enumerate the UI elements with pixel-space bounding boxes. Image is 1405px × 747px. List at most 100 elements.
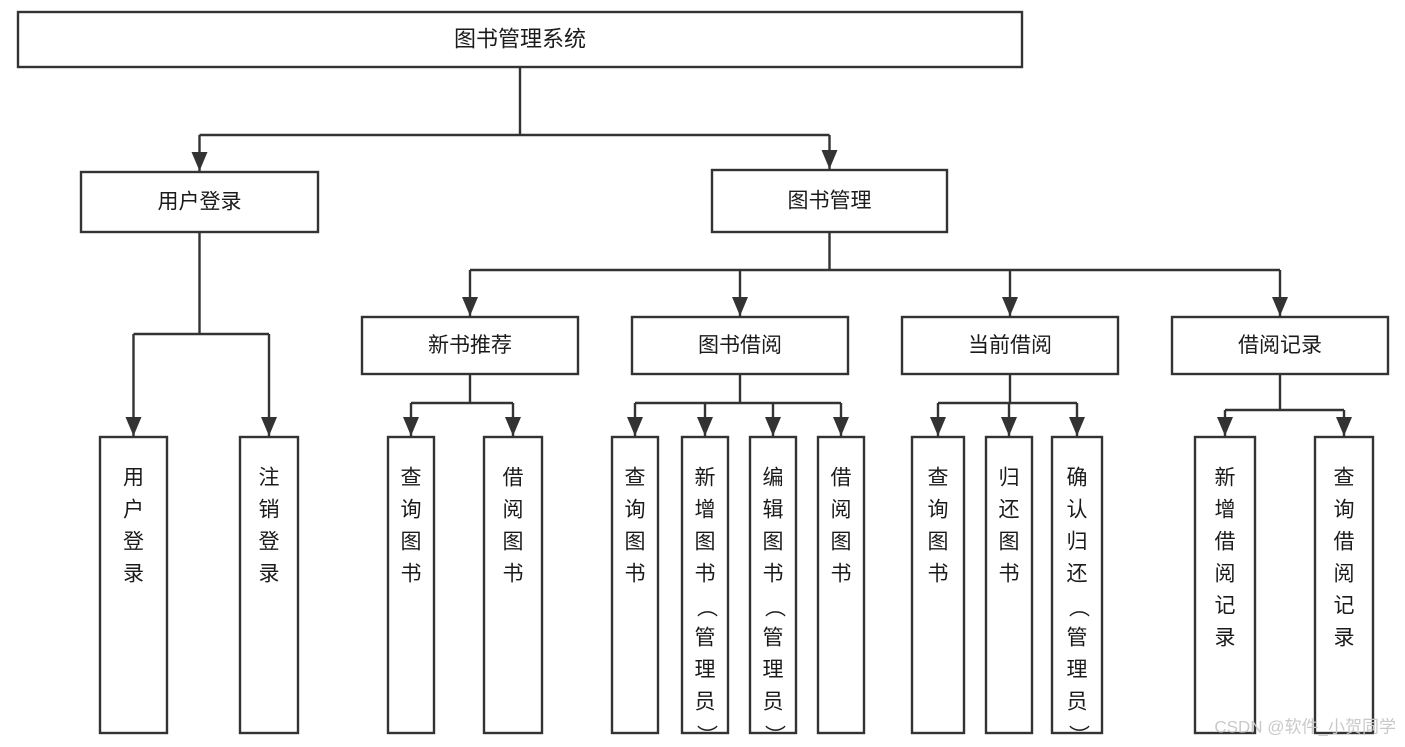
arrow-head-icon: [1069, 417, 1085, 436]
node-box: [984, 435, 1034, 735]
node-box: [360, 315, 580, 376]
arrow-head-icon: [191, 152, 208, 171]
node-root[interactable]: 图书管理系统: [16, 10, 1024, 69]
arrow-head-icon: [261, 417, 277, 436]
node-label-char: 阅: [503, 499, 524, 522]
arrow-head-icon: [821, 150, 838, 169]
node-label-char: 户: [123, 499, 144, 522]
arrow-head-icon: [462, 297, 478, 316]
node-label-char: 图: [928, 531, 949, 554]
node-label-char: 销: [259, 499, 280, 522]
node-label-char: 书: [401, 563, 422, 586]
node-label-char: 书: [831, 563, 852, 586]
node-label-char: 员: [763, 691, 784, 714]
node-label-char: 新: [1215, 467, 1236, 490]
node-label-char: 图: [503, 531, 524, 554]
node-box: [748, 435, 798, 735]
arrow-head-icon: [1272, 297, 1288, 316]
node-label-char: 辑: [763, 499, 784, 522]
node-label-char: 员: [1067, 691, 1088, 714]
node-label-char: 图: [831, 531, 852, 554]
arrow-head-icon: [125, 417, 142, 436]
node-box: [98, 435, 169, 735]
node-label-char: 管: [695, 627, 716, 650]
node-label: 图书管理系统: [454, 26, 586, 51]
node-label-char: 查: [928, 467, 949, 490]
arrow-head-icon: [403, 417, 419, 436]
node-label: 图书管理: [788, 190, 872, 213]
arrow-head-icon: [1002, 297, 1018, 316]
node-borrow-records[interactable]: 借阅记录: [1170, 315, 1390, 376]
node-label-char: 书: [625, 563, 646, 586]
node-box: [1193, 435, 1257, 735]
node-label-char: 注: [259, 467, 280, 490]
arrow-head-icon: [627, 417, 643, 436]
node-user-login[interactable]: 用户登录: [79, 170, 320, 234]
arrow-head-icon: [765, 417, 781, 436]
node-label-char: 借: [831, 467, 852, 490]
node-layer: 图书管理系统用户登录图书管理用户登录注销登录新书推荐查询图书借阅图书图书借阅查询…: [16, 10, 1390, 746]
node-book-management[interactable]: 图书管理: [710, 168, 949, 234]
node-box: [900, 315, 1120, 376]
node-label: 借阅记录: [1238, 334, 1322, 357]
node-current-borrow[interactable]: 当前借阅: [900, 315, 1120, 376]
node-label: 用户登录: [158, 191, 242, 214]
node-box: [1050, 435, 1104, 735]
node-label-char: 确: [1067, 467, 1088, 490]
node-label-char: 用: [123, 467, 144, 490]
node-label-char: 增: [1215, 499, 1236, 522]
node-label-char: （: [1066, 597, 1089, 618]
node-label-char: 理: [695, 659, 716, 682]
node-label-char: 员: [695, 691, 716, 714]
connector-layer: [125, 67, 1352, 436]
node-book-borrow[interactable]: 图书借阅: [630, 315, 850, 376]
node-label-char: 书: [763, 563, 784, 586]
node-label-char: 图: [695, 531, 716, 554]
node-label-char: ）: [694, 725, 717, 746]
node-new-book-recommend[interactable]: 新书推荐: [360, 315, 580, 376]
node-label-char: 图: [625, 531, 646, 554]
node-label-char: 询: [401, 499, 422, 522]
arrow-head-icon: [697, 417, 713, 436]
arrow-head-icon: [1336, 417, 1352, 436]
node-login[interactable]: 用户登录: [98, 435, 169, 735]
arrow-head-icon: [732, 297, 748, 316]
node-label-char: 询: [625, 499, 646, 522]
arrow-head-icon: [930, 417, 946, 436]
node-label-char: 询: [1334, 499, 1355, 522]
node-box: [482, 435, 544, 735]
node-label: 新书推荐: [428, 334, 512, 357]
node-label: 当前借阅: [968, 334, 1052, 357]
node-label-char: 还: [999, 499, 1020, 522]
node-label-char: ）: [762, 725, 785, 746]
node-label-char: （: [694, 597, 717, 618]
node-label-char: 认: [1067, 499, 1088, 522]
node-box: [610, 435, 660, 735]
node-label-char: 管: [1067, 627, 1088, 650]
node-label-char: 书: [695, 563, 716, 586]
node-label-char: 查: [401, 467, 422, 490]
node-label-char: 书: [503, 563, 524, 586]
node-box: [16, 10, 1024, 69]
node-label-char: 图: [401, 531, 422, 554]
node-box: [630, 315, 850, 376]
node-label-char: 录: [1334, 627, 1355, 650]
node-label-char: 借: [1334, 531, 1355, 554]
node-label-char: 录: [1215, 627, 1236, 650]
node-label-char: 借: [1215, 531, 1236, 554]
node-label-char: 登: [123, 531, 144, 554]
